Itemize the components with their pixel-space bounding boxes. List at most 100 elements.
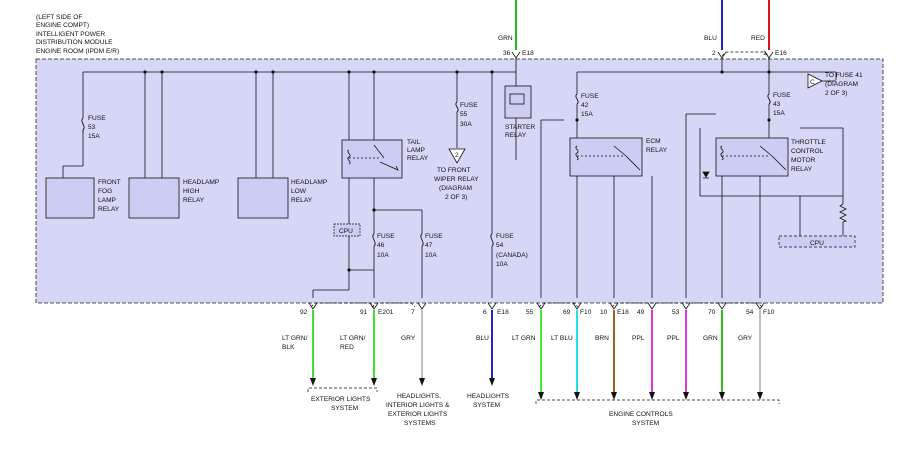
fuse-43-num: 43 — [773, 101, 781, 108]
front-fog-relay-box — [45, 177, 95, 219]
cpu-label-right: CPU — [810, 240, 824, 247]
connector-e16: E16 — [775, 50, 787, 57]
svg-text:ECM: ECM — [646, 138, 661, 145]
svg-text:FOG: FOG — [98, 188, 112, 195]
wire-arrow — [489, 378, 495, 386]
wire-color-label: RED — [340, 344, 354, 351]
ref-fuse41: C TO FUSE 41 (DIAGRAM 2 OF 3) — [807, 72, 863, 97]
connector-chevron — [717, 51, 727, 59]
system-labels: EXTERIOR LIGHTS SYSTEM HEADLIGHTS, INTER… — [311, 393, 673, 427]
cpu-blocks: CPU CPU — [333, 223, 856, 248]
pin-number: 70 — [708, 309, 716, 316]
wire-color-label: LT GRN/ — [282, 335, 308, 342]
connector-chevron — [572, 302, 582, 310]
wire-color-label: BRN — [595, 335, 609, 342]
wire-label-red: RED — [751, 35, 765, 42]
svg-text:ENGINE CONTROLS: ENGINE CONTROLS — [609, 411, 673, 418]
starter-relay-box — [504, 85, 532, 119]
connector-chevron — [755, 302, 765, 310]
svg-text:RELAY: RELAY — [646, 147, 668, 154]
svg-text:MOTOR: MOTOR — [791, 157, 816, 164]
wire-arrow — [649, 392, 655, 400]
top-connectors: GRN 36 E18 BLU 2 RED 1 E16 — [498, 35, 787, 59]
pin-number: 10 — [600, 309, 608, 316]
pin-number: 92 — [300, 309, 308, 316]
fuse-43-label: FUSE — [773, 92, 791, 99]
ref-wiper: 2 TO FRONT WIPER RELAY (DIAGRAM 2 OF 3) — [434, 148, 479, 201]
svg-text:EXTERIOR LIGHTS: EXTERIOR LIGHTS — [311, 396, 371, 403]
svg-text:EXTERIOR LIGHTS: EXTERIOR LIGHTS — [388, 411, 448, 418]
wire-color-label: LT BLU — [551, 335, 573, 342]
throttle-relay-box — [715, 137, 789, 177]
svg-text:CONTROL: CONTROL — [791, 148, 824, 155]
relay-internals — [347, 93, 787, 171]
pin-number: 6 — [483, 309, 487, 316]
connector-f10-b: F10 — [763, 309, 775, 316]
wire-arrow — [310, 378, 316, 386]
resistor-symbol — [839, 203, 848, 223]
fuse-55-label: FUSE — [460, 102, 478, 109]
pin-number: 54 — [746, 309, 754, 316]
svg-text:RELAY: RELAY — [291, 197, 313, 204]
svg-text:HEADLIGHTS: HEADLIGHTS — [467, 393, 510, 400]
wire-color-label: LT GRN/ — [340, 335, 366, 342]
wire-color-label: GRY — [738, 335, 753, 342]
pin-number: 53 — [672, 309, 680, 316]
relay-boxes — [45, 85, 789, 219]
module-title-line: ENGINE COMPT) — [36, 22, 89, 29]
fuse-54-amp: 10A — [496, 261, 508, 268]
svg-text:WIPER RELAY: WIPER RELAY — [434, 176, 479, 183]
fuse-42-label: FUSE — [581, 93, 599, 100]
svg-text:RELAY: RELAY — [505, 132, 527, 139]
fuse-55-amp: 30A — [460, 121, 472, 128]
wire-color-label: LT GRN — [512, 335, 536, 342]
fuse-47-amp: 10A — [425, 252, 437, 259]
wire-arrow — [371, 378, 377, 386]
fuse-54-num: 54 — [496, 242, 504, 249]
top-wires — [515, 0, 770, 50]
connector-chevron — [369, 302, 379, 310]
svg-text:SYSTEM: SYSTEM — [632, 420, 659, 427]
svg-text:RELAY: RELAY — [98, 206, 120, 213]
pin-number: 91 — [360, 309, 368, 316]
pin-number: 55 — [526, 309, 534, 316]
connector-chevron — [681, 302, 691, 310]
svg-text:LOW: LOW — [291, 188, 307, 195]
fuse-53-amp: 15A — [88, 133, 100, 140]
svg-text:INTERIOR LIGHTS &: INTERIOR LIGHTS & — [386, 402, 450, 409]
fuse-42-amp: 15A — [581, 111, 593, 118]
connector-chevron — [417, 302, 427, 310]
fuse-54-label: FUSE — [496, 233, 514, 240]
connector-chevron — [487, 302, 497, 310]
connector-e201: E201 — [378, 309, 394, 316]
wire-color-label: GRN — [703, 335, 718, 342]
fuse-42-num: 42 — [581, 102, 589, 109]
svg-text:TO FUSE 41: TO FUSE 41 — [825, 72, 863, 79]
wire-arrow — [683, 392, 689, 400]
connector-f10-a: F10 — [580, 309, 592, 316]
svg-text:HIGH: HIGH — [183, 188, 200, 195]
fuse-53-num: 53 — [88, 124, 96, 131]
junction-dots — [143, 70, 771, 272]
svg-text:HEADLIGHTS,: HEADLIGHTS, — [397, 393, 441, 400]
fuse-symbols — [81, 93, 771, 247]
fuse-46-num: 46 — [377, 242, 385, 249]
wire-arrow — [719, 392, 725, 400]
wire-color-label: PPL — [667, 335, 680, 342]
wire-arrow — [574, 392, 580, 400]
wire-color-label: BLU — [476, 335, 489, 342]
bottom-connector-labels: E201 E18 F10 E18 F10 — [310, 302, 775, 316]
module-title-line: (LEFT SIDE OF — [36, 14, 82, 21]
pin-number: 49 — [637, 309, 645, 316]
pin-2: 2 — [712, 50, 716, 57]
svg-text:STARTER: STARTER — [505, 124, 535, 131]
svg-text:(DIAGRAM: (DIAGRAM — [439, 185, 472, 192]
headlamp-high-relay-box — [128, 177, 180, 219]
fuse-46-label: FUSE — [377, 233, 395, 240]
ref-num-c: C — [810, 79, 815, 86]
